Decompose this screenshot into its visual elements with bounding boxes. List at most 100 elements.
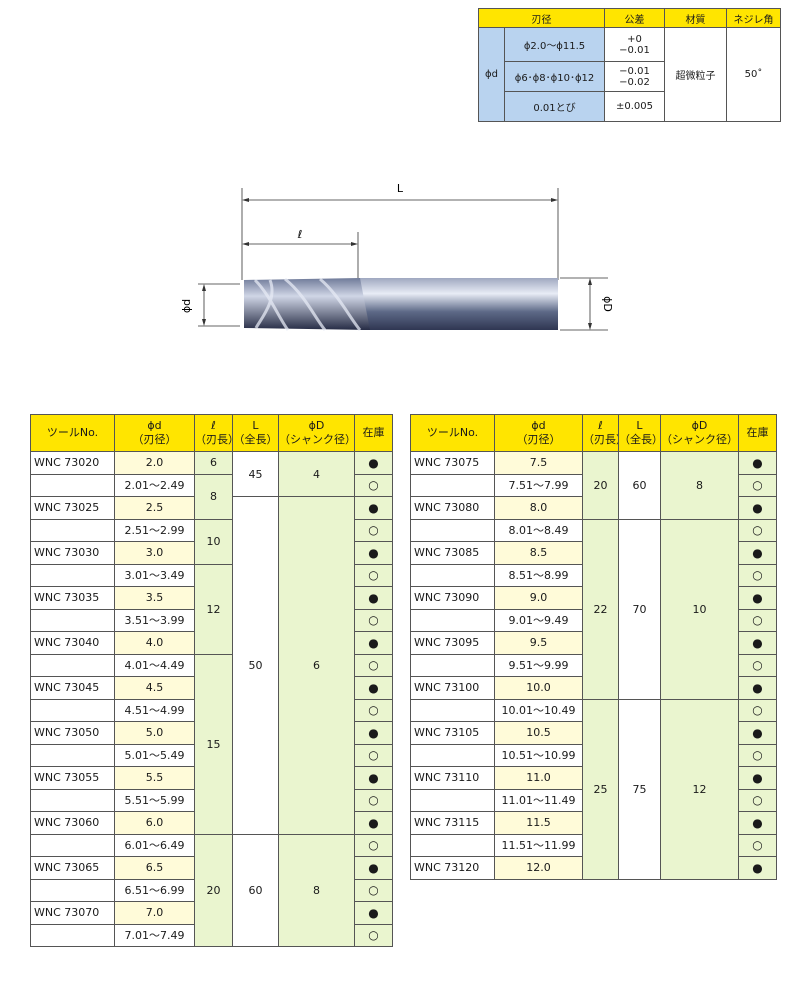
cut-diameter: 11.01～11.49	[494, 788, 583, 812]
stock-indicator: ●	[354, 811, 393, 835]
cut-diameter: 3.0	[114, 541, 195, 565]
overall-length: 45	[232, 451, 279, 497]
tool-number	[410, 788, 495, 812]
spec-row-label: ϕd	[478, 27, 505, 122]
tool-number: WNC 73085	[410, 541, 495, 565]
stock-indicator: ●	[354, 451, 393, 475]
tool-number	[410, 653, 495, 677]
stock-indicator: ○	[738, 653, 777, 677]
tool-number	[30, 608, 115, 632]
tool-number: WNC 73080	[410, 496, 495, 520]
cut-diameter: 9.5	[494, 631, 583, 655]
length-label: L	[397, 182, 404, 195]
spec-diameter: ϕ6･ϕ8･ϕ10･ϕ12	[504, 61, 605, 92]
stock-indicator: ●	[738, 811, 777, 835]
end-mill-diagram: L ℓ ϕd ϕD	[180, 182, 614, 331]
overall-length: 75	[618, 698, 661, 880]
flute-length: 22	[582, 518, 619, 700]
overall-length: 50	[232, 496, 279, 835]
shank-diameter: 8	[278, 833, 355, 947]
cut-diameter: 4.01～4.49	[114, 653, 195, 677]
tool-number	[410, 473, 495, 497]
stock-indicator: ●	[738, 541, 777, 565]
overall-length: 60	[232, 833, 279, 947]
header-stock: 在庫	[738, 414, 777, 452]
stock-indicator: ○	[738, 563, 777, 587]
stock-indicator: ○	[354, 788, 393, 812]
tool-number	[410, 698, 495, 722]
flute-length: 20	[194, 833, 233, 947]
cut-diameter: 7.0	[114, 901, 195, 925]
stock-indicator: ○	[738, 608, 777, 632]
tool-number	[410, 518, 495, 542]
tool-number	[30, 788, 115, 812]
stock-indicator: ●	[354, 676, 393, 700]
stock-indicator: ○	[738, 833, 777, 857]
stock-indicator: ○	[354, 743, 393, 767]
spec-header-tolerance: 公差	[604, 8, 665, 28]
table-row: 8.51～8.99○	[410, 563, 777, 587]
header-diameter: ϕd（刃径）	[494, 414, 583, 452]
header-overall-length: L（全長）	[232, 414, 279, 452]
tool-number	[30, 518, 115, 542]
stock-indicator: ○	[354, 608, 393, 632]
tool-number: WNC 73065	[30, 856, 115, 880]
tool-number: WNC 73070	[30, 901, 115, 925]
stock-indicator: ●	[354, 586, 393, 610]
stock-indicator: ●	[738, 766, 777, 790]
stock-indicator: ○	[738, 473, 777, 497]
cut-diameter: 8.01～8.49	[494, 518, 583, 542]
flute-length: 6	[194, 451, 233, 475]
tool-number	[410, 743, 495, 767]
shank-diameter: 12	[660, 698, 739, 880]
tool-number: WNC 73075	[410, 451, 495, 475]
header-tool-no: ツールNo.	[30, 414, 115, 452]
cut-diameter: 7.5	[494, 451, 583, 475]
header-overall-length: L（全長）	[618, 414, 661, 452]
stock-indicator: ●	[738, 856, 777, 880]
tool-number	[410, 563, 495, 587]
stock-indicator: ○	[738, 698, 777, 722]
stock-indicator: ○	[354, 563, 393, 587]
tool-number: WNC 73090	[410, 586, 495, 610]
stock-indicator: ●	[354, 766, 393, 790]
tool-number	[30, 878, 115, 902]
tool-number: WNC 73045	[30, 676, 115, 700]
tool-number	[30, 743, 115, 767]
tool-number	[30, 833, 115, 857]
flute-length: 8	[194, 473, 233, 520]
tool-number: WNC 73095	[410, 631, 495, 655]
cut-diameter: 4.51～4.99	[114, 698, 195, 722]
tool-number: WNC 73060	[30, 811, 115, 835]
tool-number	[30, 563, 115, 587]
spec-header-material: 材質	[664, 8, 727, 28]
cut-diameter: 9.0	[494, 586, 583, 610]
header-shank-diameter: ϕD（シャンク径）	[660, 414, 739, 452]
tool-number: WNC 73025	[30, 496, 115, 520]
cut-diameter: 10.01～10.49	[494, 698, 583, 722]
tool-number	[30, 923, 115, 947]
tool-number: WNC 73105	[410, 721, 495, 745]
spec-material: 超微粒子	[664, 27, 727, 122]
table-row: 10.51～10.99○	[410, 743, 777, 767]
header-tool-no: ツールNo.	[410, 414, 495, 452]
flute-length: 15	[194, 653, 233, 835]
cut-diameter: 8.5	[494, 541, 583, 565]
tool-number: WNC 73050	[30, 721, 115, 745]
cut-diameter: 10.51～10.99	[494, 743, 583, 767]
stock-indicator: ○	[354, 923, 393, 947]
tool-number	[30, 698, 115, 722]
